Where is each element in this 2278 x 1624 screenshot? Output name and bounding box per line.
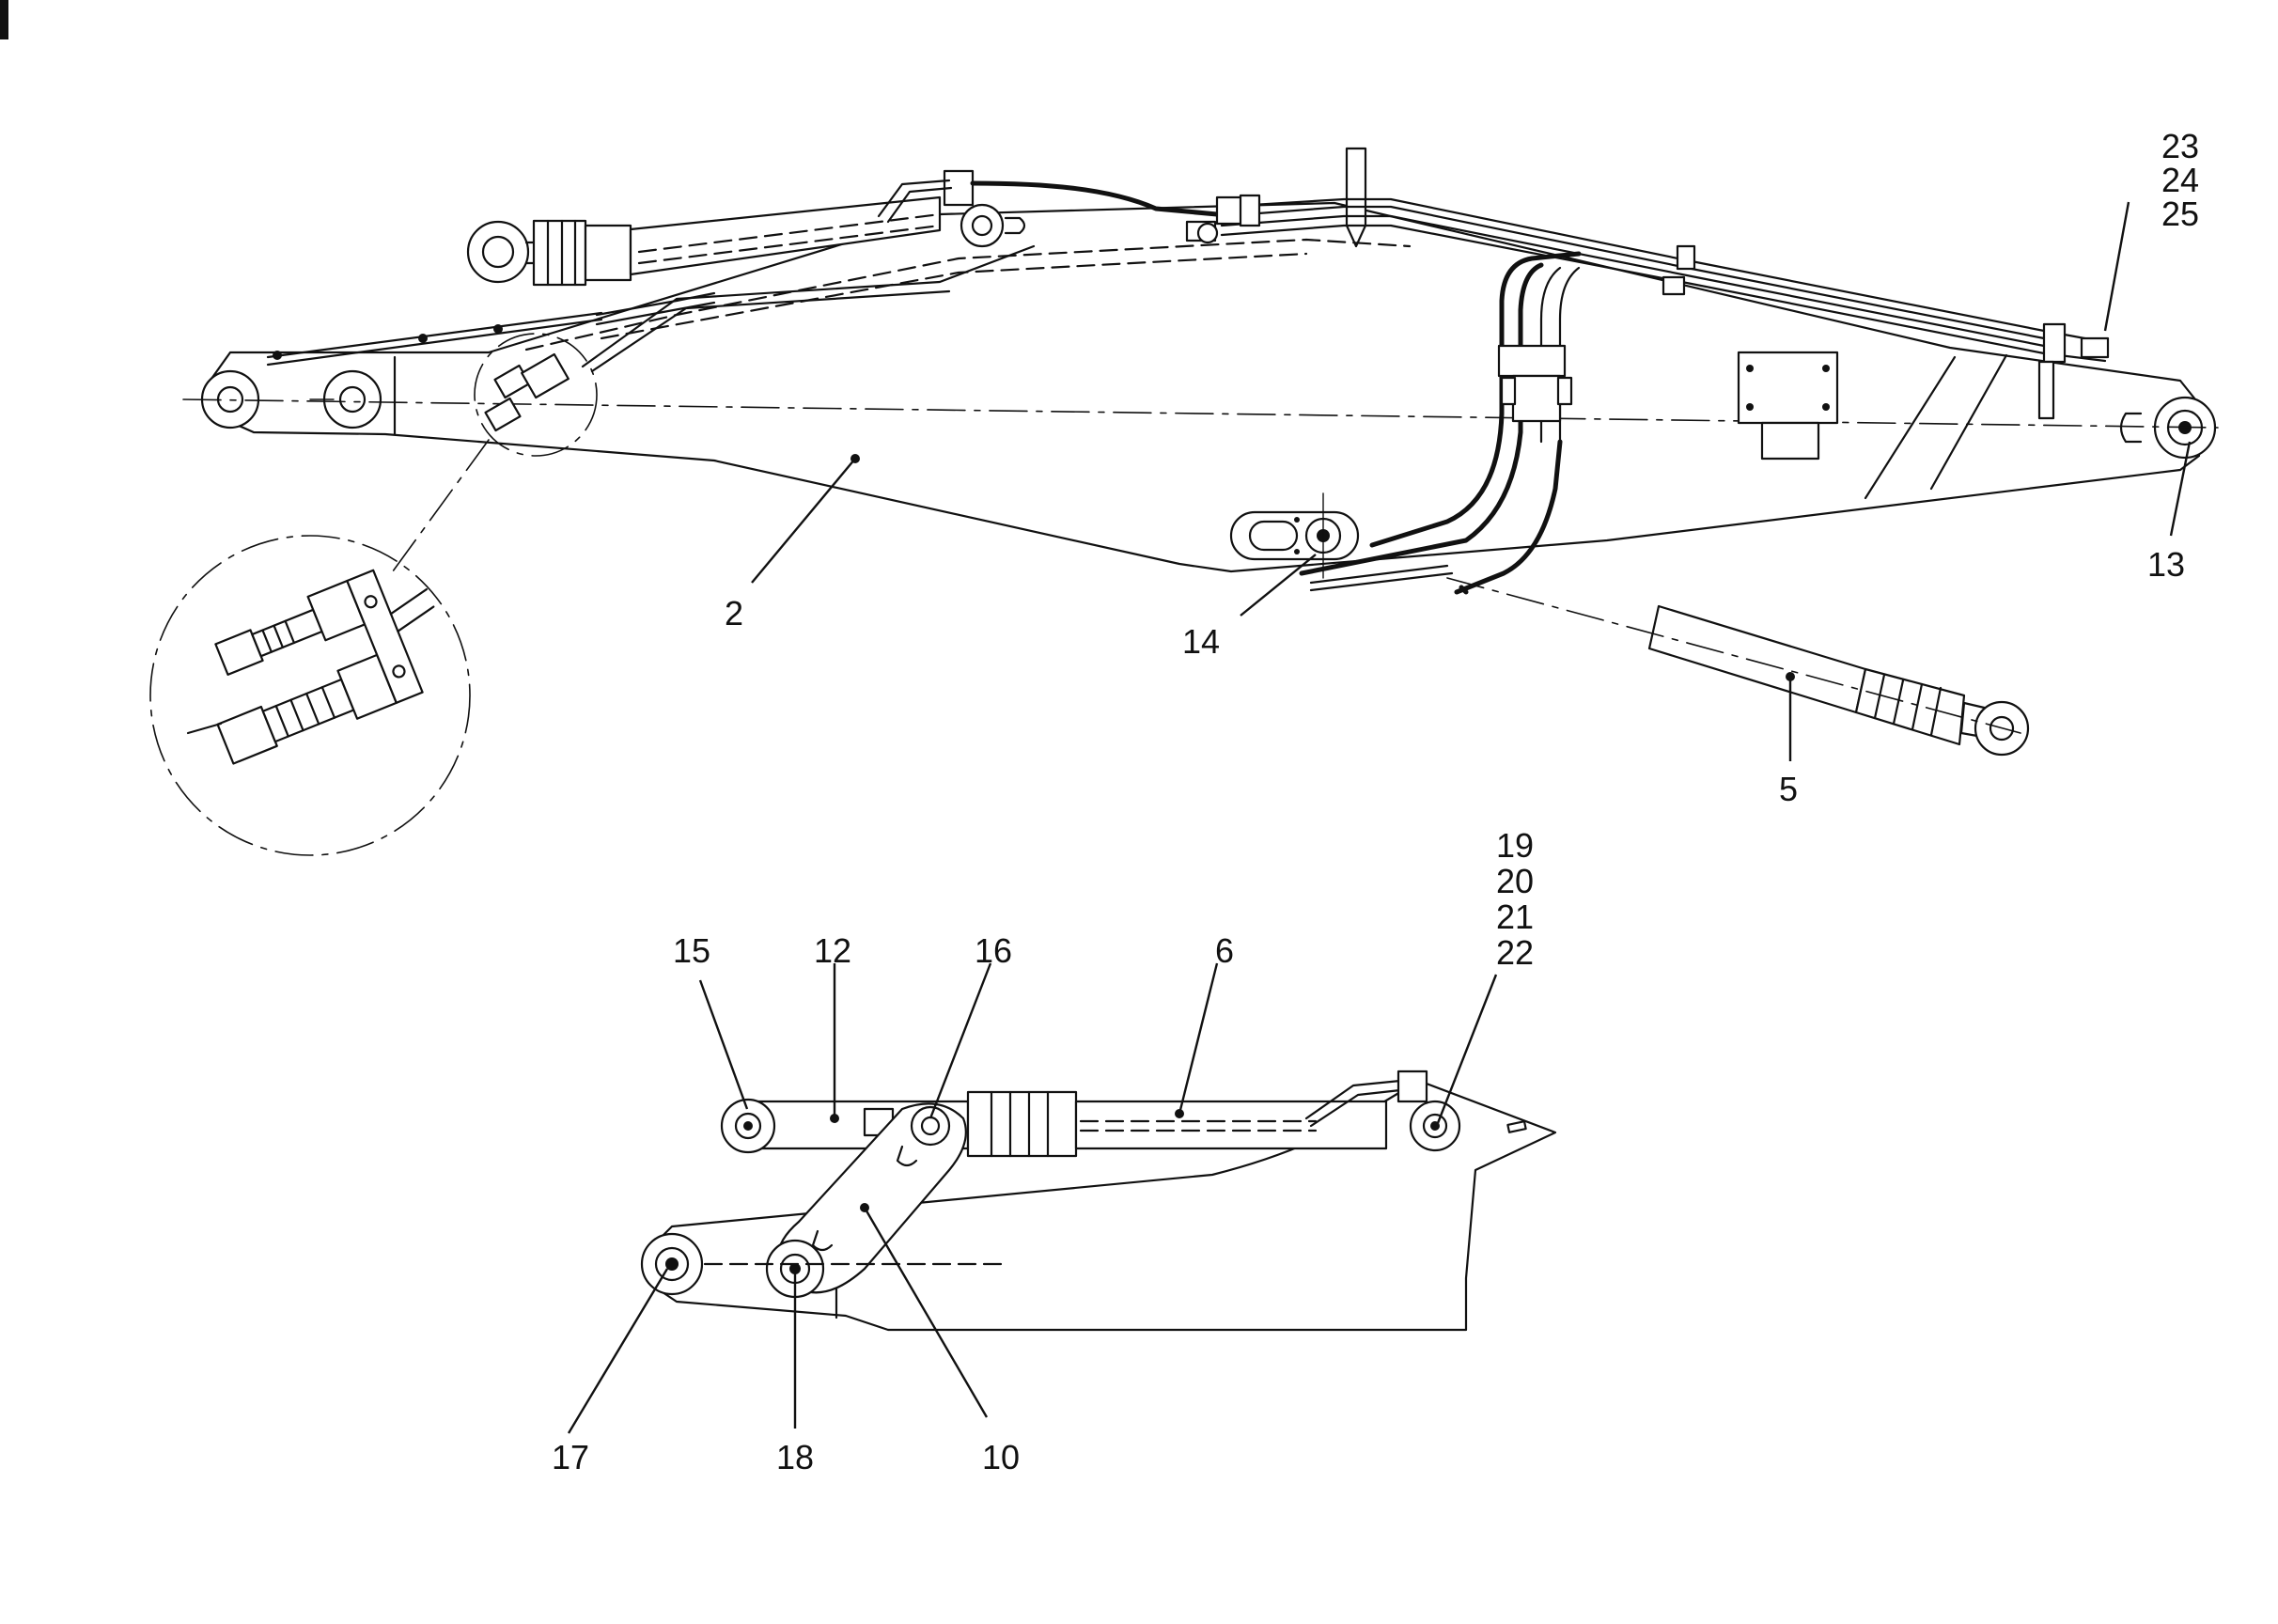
callout-21: 21 [1496,898,1534,936]
arm-linkage-assembly [640,1070,1557,1332]
callout-2: 2 [725,594,743,632]
callout-25: 25 [2161,195,2199,233]
leader-lines [567,201,2192,1434]
callout-labels: 2 5 13 14 23 24 25 15 12 16 6 19 20 21 2… [552,127,2199,1476]
corner-mark [0,0,8,39]
callout-5: 5 [1779,770,1798,808]
vertical-hose-bundle [1299,251,1582,595]
callout-10: 10 [982,1438,1020,1476]
callout-18: 18 [776,1438,814,1476]
callout-17: 17 [552,1438,589,1476]
callout-23: 23 [2161,127,2199,165]
callout-12: 12 [814,931,851,970]
cylinder-6 [720,1070,1461,1158]
callout-16: 16 [975,931,1012,970]
callout-14: 14 [1182,622,1220,661]
cylinder-5 [1446,577,2030,757]
boom-hydraulic-lines [266,179,2110,420]
detail-view [149,333,598,856]
callout-20: 20 [1496,862,1534,900]
boom-assembly [149,147,2219,856]
callout-24: 24 [2161,161,2199,199]
callout-13: 13 [2147,545,2185,584]
callout-19: 19 [1496,826,1534,865]
callout-22: 22 [1496,933,1534,972]
boom-bracket [1737,351,1839,425]
upper-cylinder [466,169,1026,287]
callout-6: 6 [1215,931,1234,970]
callout-15: 15 [673,931,710,970]
